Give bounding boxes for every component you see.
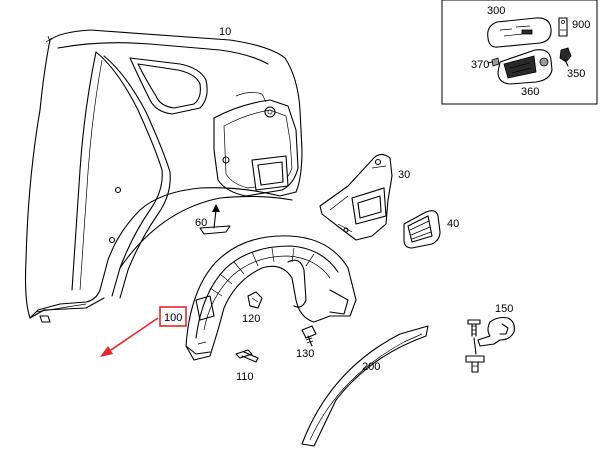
label-120: 120 [242, 313, 260, 325]
highlight-arrow [100, 317, 159, 357]
label-300: 300 [487, 5, 505, 17]
label-370: 370 [471, 59, 489, 71]
fuel-filler-housing-part-360[interactable] [497, 49, 553, 85]
highlight-box-100 [159, 306, 187, 327]
push-clip-part-110[interactable] [235, 349, 259, 363]
label-100: 100 [164, 312, 182, 324]
fuel-flap-cover-part-300[interactable] [487, 17, 552, 48]
plug-part-60[interactable] [199, 204, 231, 235]
actuator-part-350[interactable] [559, 47, 572, 67]
label-110: 110 [236, 371, 254, 383]
label-60: 60 [195, 217, 207, 229]
label-200: 200 [362, 361, 380, 373]
label-10: 10 [219, 26, 231, 38]
screw-part-130[interactable] [301, 325, 317, 347]
inset-box [441, 0, 598, 105]
bolts-part-150[interactable] [465, 316, 515, 373]
label-900: 900 [572, 19, 590, 31]
inner-panel-part-30[interactable] [319, 153, 393, 241]
label-360: 360 [521, 86, 539, 98]
label-30: 30 [398, 169, 410, 181]
rear-side-panel-part-10[interactable] [24, 29, 303, 323]
label-40: 40 [447, 218, 459, 230]
clip-part-120[interactable] [247, 291, 263, 309]
label-150: 150 [495, 303, 513, 315]
label-350: 350 [567, 68, 585, 80]
wheel-arch-liner-part-100[interactable] [185, 235, 357, 361]
vent-grille-part-40[interactable] [403, 210, 441, 249]
label-130: 130 [296, 348, 314, 360]
label-tag-part-900[interactable] [558, 17, 568, 37]
wheel-arch-trim-part-200[interactable] [301, 325, 429, 447]
clip-part-370[interactable] [487, 57, 500, 67]
